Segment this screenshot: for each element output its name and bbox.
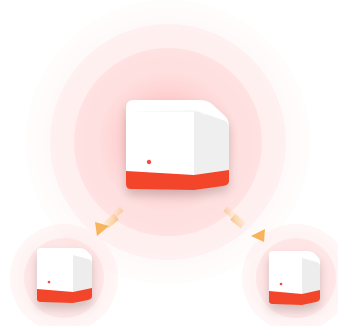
satellite-router-left-icon [37, 248, 92, 303]
satellite-router-right-icon [269, 251, 320, 305]
main-router-icon [126, 100, 229, 190]
